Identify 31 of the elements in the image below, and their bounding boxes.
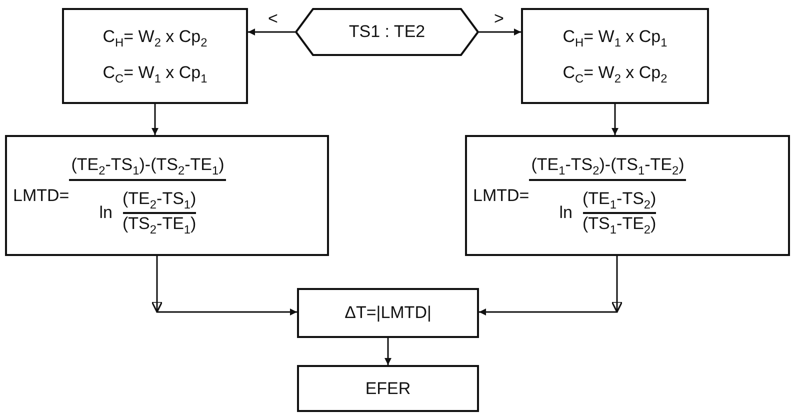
arrow <box>479 256 622 316</box>
decision-hexagon <box>295 8 479 56</box>
arrow <box>248 28 295 36</box>
process-box <box>5 135 329 256</box>
arrow <box>384 338 392 365</box>
process-box <box>297 288 479 338</box>
formula-text: (TS$_{1}$-TE$_{2}$) <box>582 214 656 236</box>
node-label: TS1 : TE2 <box>348 22 426 42</box>
formula-text: LMTD= <box>473 186 530 206</box>
formula-text: (TE$_{1}$-TS$_{2}$) <box>582 189 656 214</box>
formula-text: LMTD= <box>13 186 70 206</box>
node-label: ΔT=|LMTD| <box>344 303 432 323</box>
formula-text: C$_{H}$= W$_{2}$ x Cp$_{2}$ <box>102 26 208 49</box>
process-box <box>297 365 479 412</box>
node-label: EFER <box>365 378 411 398</box>
formula-text: (TE$_{2}$-TS$_{1}$) <box>122 189 196 214</box>
process-box <box>465 135 790 256</box>
formula-text: C$_{C}$= W$_{2}$ x Cp$_{2}$ <box>562 63 668 86</box>
formula-text: (TS$_{2}$-TE$_{1}$) <box>122 214 196 236</box>
formula-text: (TE$_{2}$-TS$_{1}$)-(TS$_{2}$-TE$_{1}$) <box>69 154 226 182</box>
arrow <box>612 104 618 135</box>
process-box <box>62 8 248 104</box>
process-box <box>521 8 709 104</box>
formula-text: ln <box>559 202 573 223</box>
arrow <box>152 104 158 135</box>
arrow <box>479 28 521 36</box>
formula-text: C$_{C}$= W$_{1}$ x Cp$_{1}$ <box>102 63 208 86</box>
arrow <box>152 256 297 316</box>
formula-text: (TE$_{1}$-TS$_{2}$)-(TS$_{1}$-TE$_{2}$) <box>529 154 686 182</box>
formula-text: ln <box>99 202 113 223</box>
formula-text: C$_{H}$= W$_{1}$ x Cp$_{1}$ <box>562 26 668 49</box>
